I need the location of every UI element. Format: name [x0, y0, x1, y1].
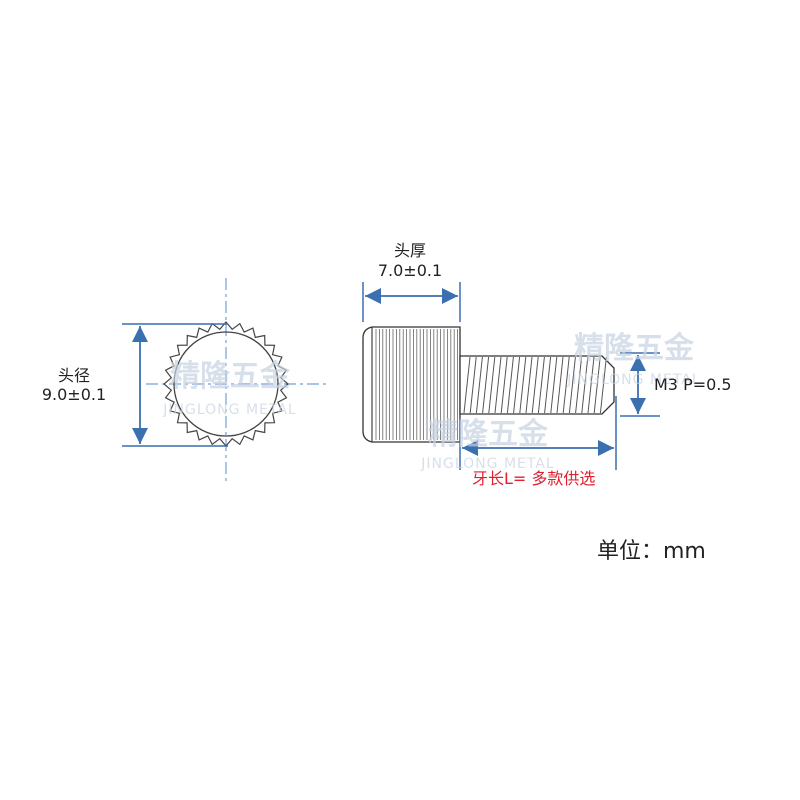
- thread-line: [525, 356, 533, 414]
- thread-line: [531, 356, 539, 414]
- thread-line: [488, 356, 496, 414]
- thread-length-label: 牙长L= 多款供选: [472, 469, 596, 488]
- front-view: [146, 278, 330, 482]
- thread-line: [587, 356, 595, 414]
- thread-line: [544, 356, 552, 414]
- head-thickness-title: 头厚: [393, 241, 426, 260]
- thread-line: [519, 356, 527, 414]
- thread-line: [469, 356, 477, 414]
- thread-length-dimension: [459, 396, 617, 470]
- thread-lines: [463, 356, 607, 414]
- thread-line: [537, 356, 545, 414]
- watermark-en: JINGLONG METAL: [162, 402, 296, 418]
- thread-line: [482, 356, 490, 414]
- watermark-cn: 精隆五金: [170, 359, 291, 394]
- head-diameter-dimension: [122, 323, 228, 447]
- unit-label: 单位：mm: [597, 539, 706, 564]
- watermarks: 精隆五金 JINGLONG METAL 精隆五金 JINGLONG METAL …: [162, 331, 700, 472]
- screw-shank-outline: [459, 355, 615, 415]
- thread-line: [494, 356, 502, 414]
- watermark-cn: 精隆五金: [574, 331, 695, 366]
- thread-line: [581, 356, 589, 414]
- thread-line: [506, 356, 514, 414]
- thread-line: [556, 356, 564, 414]
- thread-line: [513, 356, 521, 414]
- thread-line: [475, 356, 483, 414]
- thread-line: [562, 356, 570, 414]
- watermark-en: JINGLONG METAL: [566, 372, 700, 388]
- thread-line: [593, 356, 601, 414]
- thread-line: [568, 356, 576, 414]
- thumb-screw-icon: [362, 326, 615, 443]
- head-knurl-lines: [375, 329, 459, 440]
- knurled-circle-icon: [163, 321, 289, 447]
- thread-spec-label: M3 P=0.5: [654, 375, 732, 394]
- thread-size-dimension: [620, 352, 660, 417]
- inner-circle: [173, 331, 279, 437]
- head-diameter-value: 9.0±0.1: [41, 385, 107, 404]
- thread-line: [575, 356, 583, 414]
- head-thickness-dimension: [362, 282, 461, 322]
- watermark-en: JINGLONG METAL: [420, 456, 554, 472]
- watermark-cn: 精隆五金: [428, 417, 549, 452]
- thread-line: [500, 356, 508, 414]
- thread-line: [550, 356, 558, 414]
- thread-line: [463, 356, 471, 414]
- head-diameter-title: 头径: [57, 366, 90, 385]
- thread-line: [599, 356, 607, 414]
- head-thickness-value: 7.0±0.1: [377, 261, 443, 280]
